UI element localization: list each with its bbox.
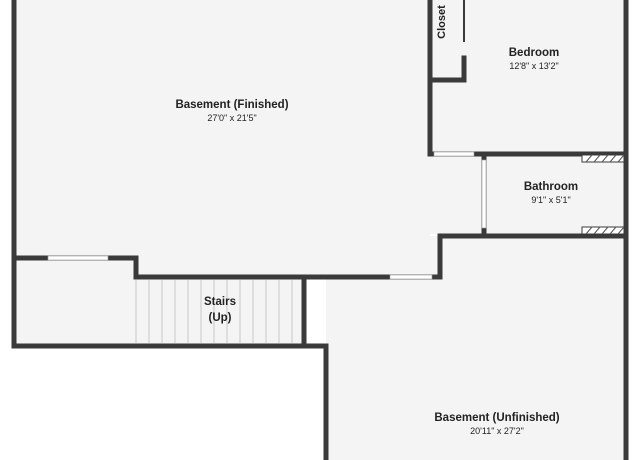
opening-bathroom-door [481, 159, 487, 229]
wall-closet [427, 55, 467, 83]
vent-bathroom-bottom [581, 226, 625, 235]
hatch [601, 226, 609, 235]
hatch [601, 154, 609, 163]
opening-bedroom-door [433, 151, 475, 157]
vent-bathroom-top [581, 154, 625, 163]
room-name-closet: Closet [436, 5, 448, 39]
label-closet: Closet [433, 2, 451, 42]
room-dims-basement-finished: 27'0" x 21'5" [207, 113, 257, 123]
hatch [593, 154, 601, 163]
room-name-basement-finished: Basement (Finished) [175, 99, 289, 111]
label-basement-unfinished: Basement (Unfinished) 20'11" x 27'2" [397, 412, 597, 436]
wall-stairs-top [11, 233, 629, 280]
opening-storage-nook [47, 255, 109, 261]
floor-storage-nook [14, 256, 136, 346]
hatch [585, 154, 593, 163]
room-dims-bedroom: 12'8" x 13'2" [509, 61, 559, 71]
hatch [585, 226, 593, 235]
openings [47, 151, 487, 280]
stair-treads [135, 280, 293, 343]
room-name-basement-unfinished: Basement (Unfinished) [434, 412, 560, 424]
room-dims-basement-unfinished: 20'11" x 27'2" [470, 426, 524, 436]
hatch [593, 226, 601, 235]
label-bedroom: Bedroom 12'8" x 13'2" [474, 47, 594, 71]
wall-left-exterior [11, 0, 329, 460]
hatch [609, 226, 617, 235]
room-name-bedroom: Bedroom [508, 47, 560, 59]
floor-basement-finished-right [430, 154, 482, 234]
label-basement-finished: Basement (Finished) 27'0" x 21'5" [132, 99, 332, 123]
wall-bedroom-left [427, 0, 629, 157]
opening-basement-lower [389, 274, 433, 280]
floor-basement-unfinished [326, 236, 626, 460]
floor-bathroom [484, 154, 626, 234]
hatch [617, 226, 625, 235]
room-name-stairs-direction: (Up) [208, 312, 232, 324]
floor-basement-finished [14, 0, 430, 256]
label-bathroom: Bathroom 9'1" x 5'1" [496, 181, 606, 205]
hatch [617, 154, 625, 163]
label-stairs: Stairs (Up) [185, 294, 255, 326]
room-name-stairs: Stairs [204, 296, 236, 308]
floor-closet [431, 0, 463, 78]
vent-hatches [585, 154, 625, 235]
room-dims-bathroom: 9'1" x 5'1" [531, 195, 571, 205]
vents [581, 154, 625, 235]
floor-stairs [136, 278, 304, 344]
hatch [609, 154, 617, 163]
room-name-bathroom: Bathroom [523, 181, 579, 193]
